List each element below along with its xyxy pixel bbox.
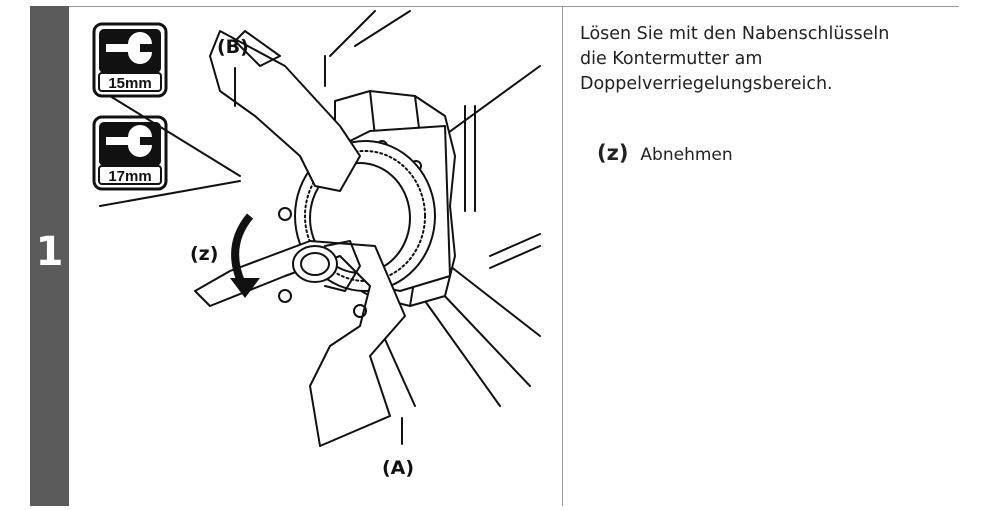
frame-top-border (30, 6, 959, 7)
step-number-bar (30, 6, 69, 506)
callout-a: (A) (382, 457, 415, 479)
tool-badge-17mm: 17mm (92, 115, 168, 191)
instruction-line: die Kontermutter am (580, 49, 763, 69)
action-line: (z) Abnehmen (597, 141, 733, 165)
hub-illustration (99, 10, 541, 447)
step-number: 1 (35, 229, 64, 275)
callout-z: (z) (190, 243, 219, 265)
callout-b: (B) (217, 36, 249, 58)
tool-badge-15mm: 15mm (92, 22, 168, 98)
tool-size-label: 17mm (108, 168, 151, 185)
instruction-text: Lösen Sie mit den Nabenschlüsseln die Ko… (580, 22, 940, 97)
instruction-line: Doppelverriegelungsbereich. (580, 74, 833, 94)
hub-wrench-illustration (70, 6, 560, 506)
action-label: Abnehmen (640, 145, 733, 165)
wrench-icon: 15mm (92, 22, 168, 98)
instruction-line: Lösen Sie mit den Nabenschlüsseln (580, 24, 890, 44)
wrench-icon: 17mm (92, 115, 168, 191)
action-key: (z) (597, 141, 629, 165)
column-divider (562, 6, 563, 506)
tool-size-label: 15mm (108, 75, 151, 92)
